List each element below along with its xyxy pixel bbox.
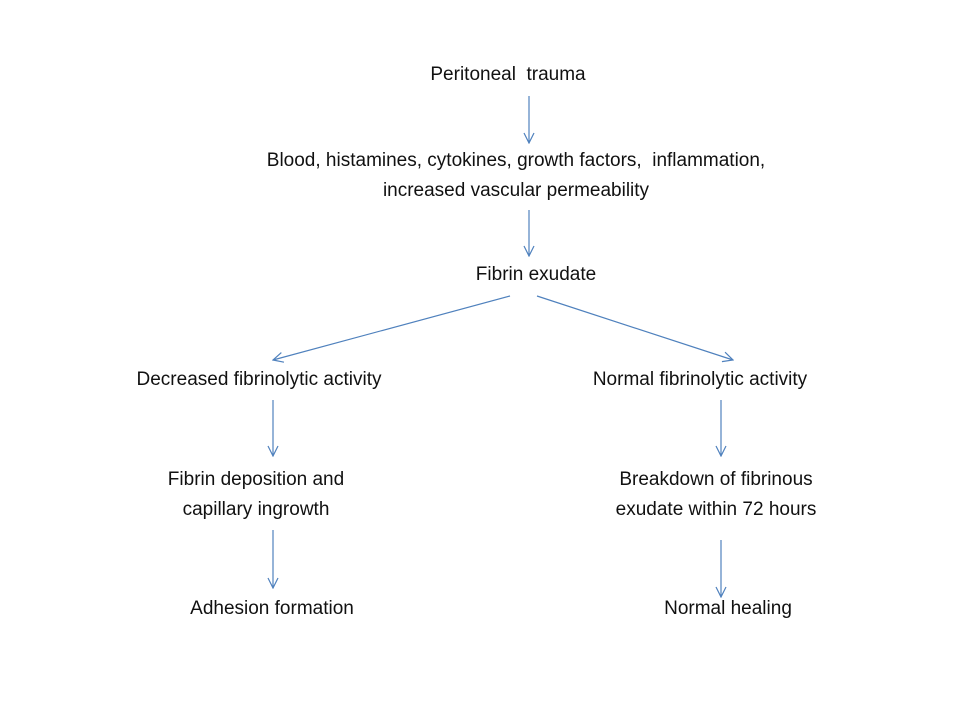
node-breakdown-fibrinous-exudate-line-2: exudate within 72 hours: [615, 499, 817, 520]
arrow-exudate-to-normal: [536, 295, 733, 360]
node-inflammatory-response: Blood, histamines, cytokines, growth fac…: [267, 146, 765, 206]
arrow-exudate-to-decreased: [273, 295, 511, 360]
node-fibrin-deposition-line-2: capillary ingrowth: [182, 499, 330, 520]
node-decreased-fibrinolytic-activity-text: Decreased fibrinolytic activity: [136, 369, 382, 390]
node-normal-healing-text: Normal healing: [664, 598, 792, 619]
node-decreased-fibrinolytic-activity: Decreased fibrinolytic activity: [137, 365, 382, 395]
node-adhesion-formation-text: Adhesion formation: [190, 598, 354, 619]
node-peritoneal-trauma: Peritoneal trauma: [430, 60, 585, 90]
node-normal-healing: Normal healing: [664, 594, 792, 624]
node-fibrin-deposition-line-1: Fibrin deposition and: [167, 469, 345, 490]
node-inflammatory-response-line-2: increased vascular permeability: [382, 180, 650, 201]
node-fibrin-exudate: Fibrin exudate: [476, 260, 596, 290]
node-normal-fibrinolytic-activity-text: Normal fibrinolytic activity: [592, 369, 808, 390]
node-normal-fibrinolytic-activity: Normal fibrinolytic activity: [593, 365, 807, 395]
node-adhesion-formation: Adhesion formation: [190, 594, 354, 624]
node-fibrin-deposition: Fibrin deposition and capillary ingrowth: [168, 465, 344, 525]
node-inflammatory-response-line-1: Blood, histamines, cytokines, growth fac…: [266, 150, 766, 171]
node-fibrin-exudate-text: Fibrin exudate: [475, 264, 597, 285]
node-peritoneal-trauma-text: Peritoneal trauma: [430, 64, 586, 85]
node-breakdown-fibrinous-exudate: Breakdown of fibrinous exudate within 72…: [616, 465, 817, 525]
node-breakdown-fibrinous-exudate-line-1: Breakdown of fibrinous: [619, 469, 813, 490]
